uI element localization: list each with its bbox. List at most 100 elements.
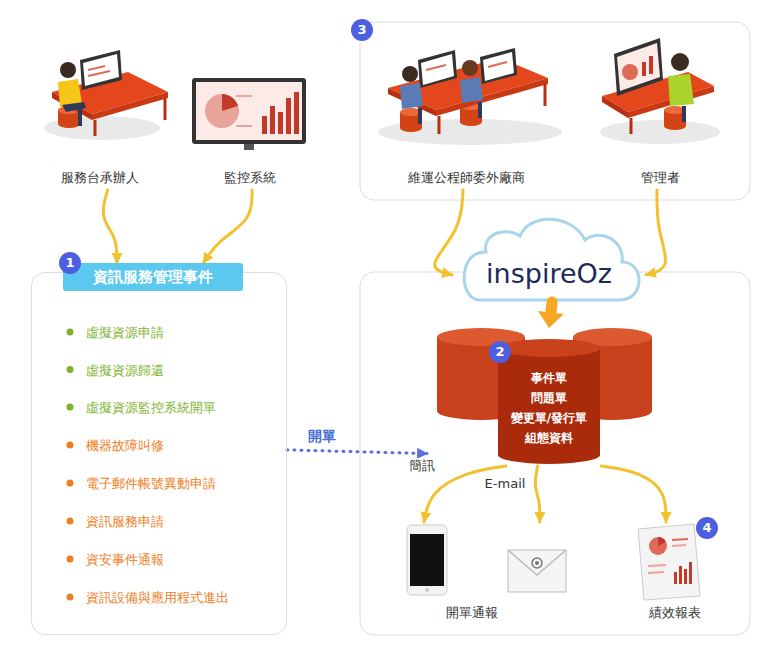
- manager-illustration: [600, 38, 720, 144]
- panel-heading: 資訊服務管理事件: [63, 263, 243, 291]
- callout-number: 4: [696, 517, 718, 539]
- database-cylinders: [498, 446, 600, 464]
- team-illustration: [483, 52, 514, 81]
- list-item: 資訊設備與應用程式進出: [86, 590, 229, 606]
- list-bullet: [67, 480, 74, 487]
- curved-arrow: [435, 190, 463, 275]
- phone-icon: [407, 525, 447, 595]
- monitor-illustration: [196, 82, 302, 140]
- dotted-arrow: [287, 450, 427, 454]
- report-icon: [674, 572, 677, 584]
- staff-illustration: [80, 50, 122, 90]
- panel-frame: [360, 22, 750, 200]
- manager-illustration: [682, 106, 686, 122]
- record-type: 問題單: [531, 391, 567, 405]
- node-text: 績效報表: [649, 605, 701, 621]
- list-item: 資安事件通報: [86, 552, 164, 568]
- list-item: 虛擬資源歸還: [86, 363, 164, 379]
- monitor-illustration: [192, 78, 306, 144]
- staff-illustration: [83, 54, 119, 86]
- node-text: 服務台承辦人: [61, 170, 139, 186]
- database-cylinders: [498, 348, 600, 455]
- manager-illustration: [664, 122, 686, 130]
- list-item: 虛擬資源申請: [86, 325, 164, 341]
- node-text: 管理者: [641, 170, 680, 186]
- monitor-illustration: [262, 116, 267, 134]
- email-icon: [508, 550, 566, 592]
- manager-illustration: [600, 120, 720, 144]
- team-illustration: [378, 48, 562, 145]
- email-icon: [508, 550, 566, 592]
- manager-illustration: [630, 118, 633, 134]
- list-item: 虛擬資源監控系統開單: [86, 400, 216, 416]
- event-panel: 虛擬資源申請虛擬資源歸還虛擬資源監控系統開單機器故障叫修電子郵件帳號異動申請資訊…: [31, 272, 287, 635]
- report-icon: [638, 524, 700, 600]
- monitor-illustration: [244, 144, 254, 150]
- list-item: 電子郵件帳號異動申請: [86, 476, 216, 492]
- curved-arrow: [424, 466, 506, 522]
- cloud-shape: [464, 219, 639, 300]
- team-illustration: [418, 50, 457, 88]
- edge-label: 開單: [305, 428, 339, 445]
- list-bullet: [67, 594, 74, 601]
- team-illustration: [400, 83, 423, 109]
- node-text: 資訊服務管理事件: [93, 268, 213, 286]
- staff-illustration: [88, 66, 105, 70]
- arrow-head: [538, 311, 564, 328]
- team-illustration: [478, 102, 482, 118]
- report-icon: [689, 562, 692, 584]
- curved-arrow: [103, 190, 117, 263]
- staff-illustration: [88, 71, 110, 76]
- curved-arrow: [646, 190, 666, 275]
- report-icon: [658, 537, 666, 546]
- curved-arrow: [535, 466, 540, 522]
- email-icon: [532, 558, 542, 568]
- report-icon: [679, 566, 682, 584]
- callout-number: 1: [59, 252, 81, 274]
- monitor-illustration: [236, 95, 252, 97]
- database-cylinders: [498, 339, 600, 357]
- list-bullet: [67, 556, 74, 563]
- monitor-illustration: [205, 94, 239, 128]
- report-icon: [672, 545, 686, 546]
- list-bullet: [67, 442, 74, 449]
- list-bullet: [67, 329, 74, 336]
- callout-number: 3: [351, 19, 373, 41]
- manager-illustration: [668, 74, 694, 106]
- monitor-illustration: [222, 94, 238, 111]
- list-item: 資訊服務申請: [86, 514, 164, 530]
- edge-label: 簡訊: [406, 458, 438, 474]
- staff-illustration: [58, 120, 80, 128]
- team-illustration: [438, 116, 441, 134]
- staff-illustration: [78, 108, 82, 126]
- team-illustration: [421, 54, 454, 85]
- phone-icon: [410, 534, 444, 586]
- team-illustration: [462, 60, 478, 76]
- staff-illustration: [44, 50, 168, 140]
- phone-icon: [407, 525, 447, 595]
- staff-illustration: [164, 98, 167, 120]
- database-cylinders: [437, 328, 652, 464]
- callout-number: 2: [489, 341, 511, 363]
- team-illustration: [400, 124, 422, 132]
- email-icon: [535, 561, 539, 565]
- staff-illustration: [60, 62, 76, 78]
- record-type: 變更單/發行單: [511, 411, 587, 425]
- record-type: 組態資料: [525, 431, 573, 445]
- report-icon: [648, 572, 664, 573]
- list-bullet: [67, 404, 74, 411]
- team-illustration: [488, 62, 507, 67]
- role-figure: 服務台承辦人: [24, 40, 176, 190]
- email-icon: [508, 550, 566, 575]
- monitor-illustration: [286, 98, 291, 134]
- manager-illustration: [617, 43, 660, 91]
- role-figure: 管理者: [584, 40, 736, 190]
- curved-arrow: [601, 466, 666, 522]
- manager-illustration: [649, 56, 653, 74]
- team-illustration: [418, 108, 422, 124]
- team-illustration: [460, 77, 483, 103]
- monitor-figure: 監控系統: [174, 40, 316, 190]
- cloud-platform: inspireOz: [452, 214, 646, 302]
- team-illustration: [460, 118, 482, 126]
- report-icon: [672, 539, 688, 540]
